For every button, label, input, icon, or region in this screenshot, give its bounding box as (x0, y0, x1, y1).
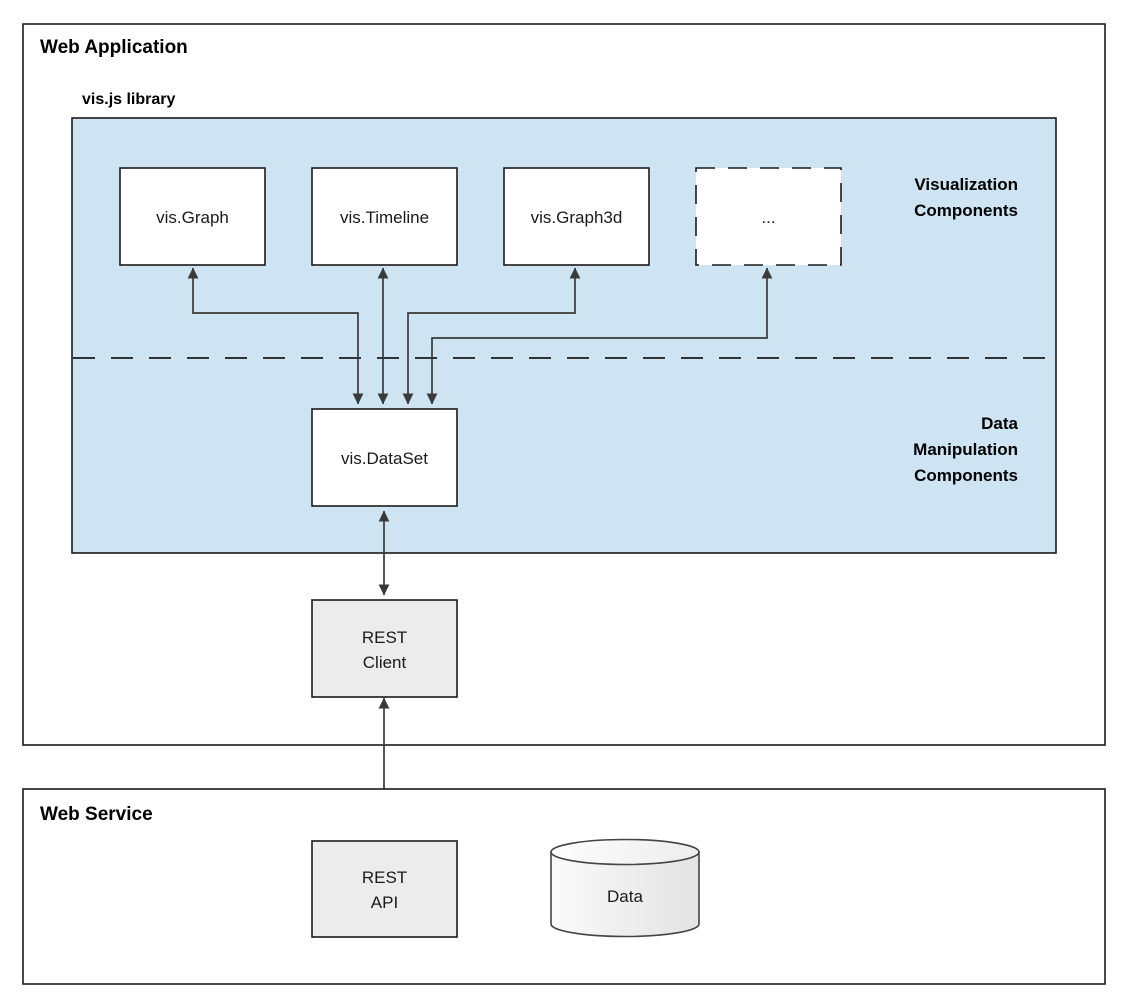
connector-more-dataset (426, 267, 773, 405)
node-more-components[interactable]: ... (695, 167, 842, 266)
node-vis-dataset[interactable]: vis.DataSet (311, 408, 458, 507)
data-store-cylinder-body (550, 851, 700, 938)
node-rest-api[interactable]: REST API (311, 840, 458, 938)
node-vis-dataset-label: vis.DataSet (341, 449, 428, 468)
node-rest-client[interactable]: REST Client (311, 599, 458, 698)
data-manipulation-label-line1: Data (981, 414, 1018, 433)
node-vis-timeline[interactable]: vis.Timeline (311, 167, 458, 266)
connector-graph-dataset (187, 267, 364, 405)
node-data-store-label: Data (607, 887, 643, 906)
node-rest-api-label-line1: REST (362, 868, 407, 887)
data-manipulation-label-line2: Manipulation (913, 440, 1018, 459)
node-vis-timeline-label: vis.Timeline (340, 208, 429, 227)
visualization-components-label-line1: Visualization (914, 175, 1018, 194)
vis-js-library-title: vis.js library (82, 91, 175, 108)
node-rest-client-label-line2: Client (363, 653, 407, 672)
node-rest-api-label-line2: API (371, 893, 398, 912)
data-manipulation-label-line3: Components (914, 466, 1018, 485)
node-more-components-label: ... (761, 208, 775, 227)
node-vis-graph[interactable]: vis.Graph (119, 167, 266, 266)
node-vis-graph-label: vis.Graph (156, 208, 229, 227)
visualization-components-label-line2: Components (914, 201, 1018, 220)
node-data-store[interactable]: Data (550, 838, 700, 938)
web-service-title: Web Service (40, 804, 153, 825)
web-application-title: Web Application (40, 37, 188, 58)
node-rest-client-label-line1: REST (362, 628, 407, 647)
node-vis-graph3d[interactable]: vis.Graph3d (503, 167, 650, 266)
data-store-cylinder-top (550, 838, 700, 866)
node-vis-graph3d-label: vis.Graph3d (531, 208, 623, 227)
